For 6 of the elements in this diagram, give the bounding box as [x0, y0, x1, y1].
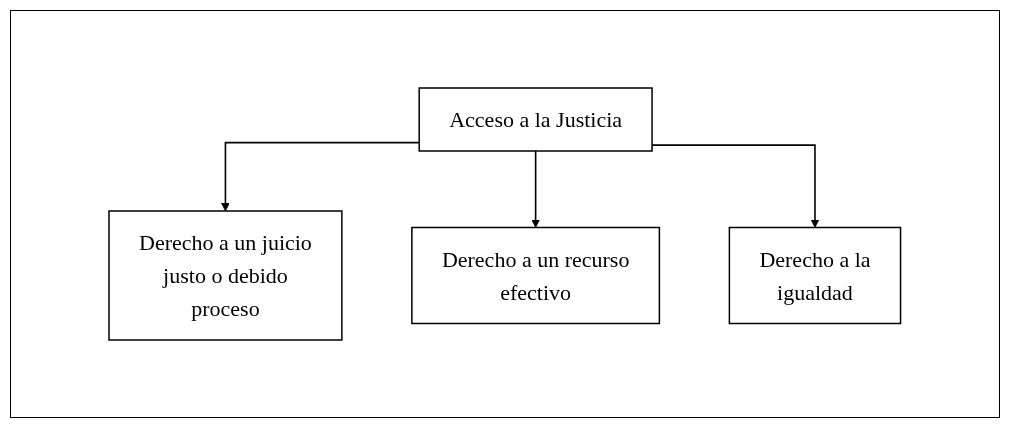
node-box: [411, 226, 661, 325]
arrow: [531, 150, 541, 228]
node-box: [108, 210, 343, 341]
node-box: [418, 87, 654, 152]
node-box: [728, 226, 902, 325]
diagram-frame: Acceso a la Justicia Derecho a un juicio justo o debido proceso Derecho a un recurso efectivo Derecho a la igualdad: [10, 10, 1000, 418]
